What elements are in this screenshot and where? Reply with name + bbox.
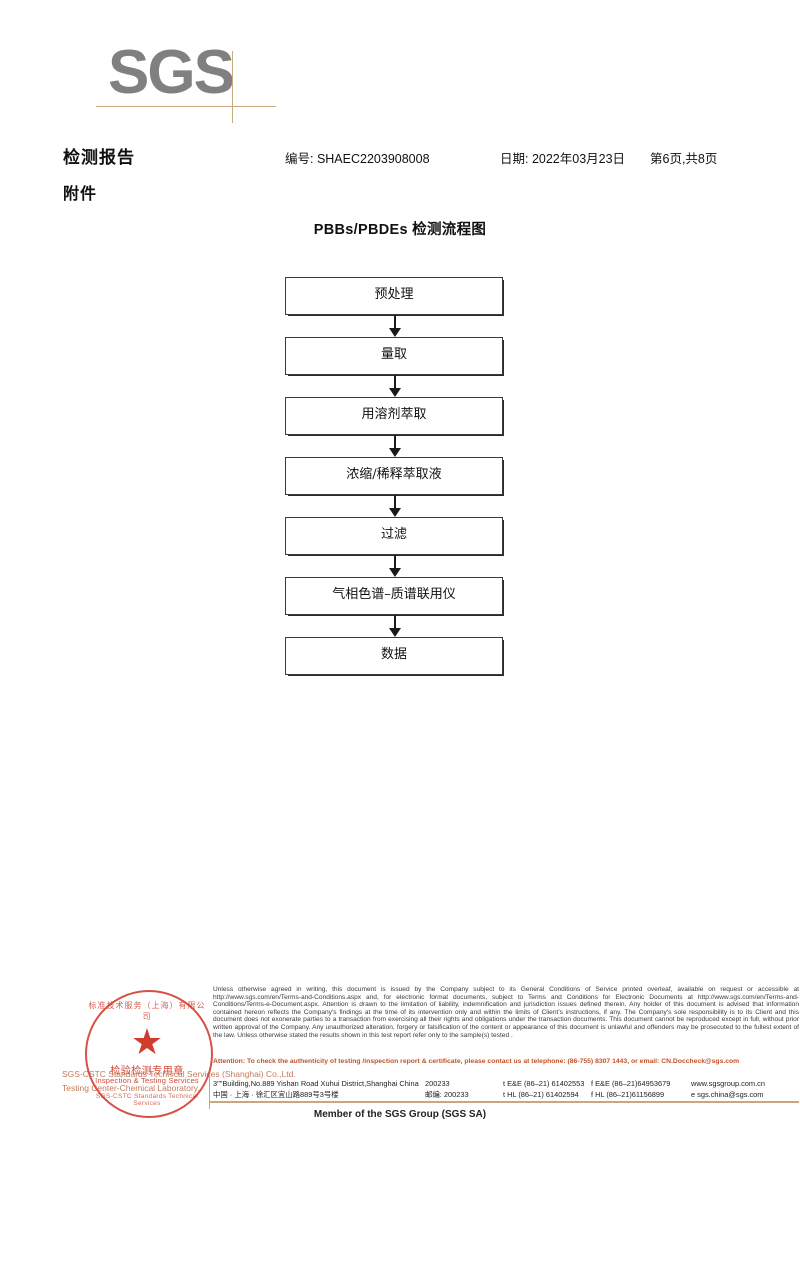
sgs-logo-text: SGS xyxy=(108,38,235,107)
fax-hl: f HL (86–21)61156899 xyxy=(591,1090,665,1099)
logo-horizontal-rule xyxy=(96,106,276,107)
flowchart-title: PBBs/PBDEs 检测流程图 xyxy=(313,222,487,238)
stamp-arc-top-text: 标准技术服务（上海）有限公司 xyxy=(88,1001,206,1021)
telephone-hl: t HL (86–21) 61402594 xyxy=(503,1090,579,1099)
flow-arrow-down-icon xyxy=(285,495,503,517)
address-divider xyxy=(209,1074,210,1100)
document-page: SGS 检测报告 附件 编号: SHAEC2203908008 日期: 2022… xyxy=(0,38,800,1131)
sgs-logo: SGS xyxy=(96,38,358,123)
flowchart: 预处理 量取 用溶剂萃取 浓缩/稀释萃取液 过滤 气相色谱–质谱联用仪 数据 xyxy=(285,277,505,675)
flow-arrow-down-icon xyxy=(285,615,503,637)
address-en: 3""Building,No.889 Yishan Road Xuhui Dis… xyxy=(213,1079,419,1088)
address-block: 3""Building,No.889 Yishan Road Xuhui Dis… xyxy=(213,1078,799,1100)
page-number: 第6页,共8页 xyxy=(650,148,800,1279)
email-address[interactable]: e sgs.china@sgs.com xyxy=(691,1090,764,1099)
fax-ee: f E&E (86–21)64953679 xyxy=(591,1079,671,1088)
laboratory-name-line1: SGS-CSTC Standards Technical Services (S… xyxy=(62,1069,296,1079)
address-cn: 中国 · 上海 · 徐汇区宜山路889号3号楼 xyxy=(213,1090,339,1099)
flow-step-label: 用溶剂萃取 xyxy=(361,407,427,422)
telephone-ee: t E&E (86–21) 61402553 xyxy=(503,1079,585,1088)
laboratory-name-line2: Testing Center-Chemical Laboratory. xyxy=(62,1083,200,1093)
postal-code-cn: 邮编: 200233 xyxy=(425,1090,469,1099)
flow-step: 数据 xyxy=(285,637,503,675)
flow-step: 量取 xyxy=(285,337,503,375)
page-footer: 标准技术服务（上海）有限公司 ★ 检验检测专用章 Inspection & Te… xyxy=(0,975,800,1131)
disclaimer-text: Unless otherwise agreed in writing, this… xyxy=(213,986,799,1039)
stamp-en-label: Inspection & Testing Services xyxy=(95,1076,199,1085)
member-notice: Member of the SGS Group (SGS SA) xyxy=(313,1109,487,1120)
flow-step-label: 气相色谱–质谱联用仪 xyxy=(332,587,456,602)
logo-vertical-rule xyxy=(232,51,233,123)
flow-step: 用溶剂萃取 xyxy=(285,397,503,435)
flow-arrow-down-icon xyxy=(285,375,503,397)
stamp-cn-label: 检验检测专用章 xyxy=(110,1066,184,1077)
stamp-ring xyxy=(85,990,213,1118)
attention-notice: Attention: To check the authenticity of … xyxy=(213,1058,740,1065)
page-subtitle: 附件 xyxy=(63,186,98,203)
stamp-arc-bottom-text: SGS-CSTC Standards Technical Services xyxy=(95,1093,199,1107)
flow-step: 过滤 xyxy=(285,517,503,555)
footer-rule xyxy=(209,1101,799,1103)
flow-step: 气相色谱–质谱联用仪 xyxy=(285,577,503,615)
report-number: 编号: SHAEC2203908008 xyxy=(285,152,430,166)
flow-step-label: 数据 xyxy=(380,647,407,662)
report-date: 日期: 2022年03月23日 xyxy=(500,152,626,166)
page-title: 检测报告 xyxy=(63,148,135,167)
website-url[interactable]: www.sgsgroup.com.cn xyxy=(691,1079,765,1088)
flow-step-label: 预处理 xyxy=(374,287,414,302)
flow-arrow-down-icon xyxy=(285,315,503,337)
address-row: 中国 · 上海 · 徐汇区宜山路889号3号楼 邮编: 200233 t HL … xyxy=(213,1089,799,1100)
flow-arrow-down-icon xyxy=(285,555,503,577)
flow-step-label: 过滤 xyxy=(380,527,407,542)
flow-arrow-down-icon xyxy=(285,435,503,457)
flow-step-label: 量取 xyxy=(380,347,407,362)
red-star-icon: ★ xyxy=(130,1021,164,1062)
postal-code-en: 200233 xyxy=(425,1079,450,1088)
flow-step: 浓缩/稀释萃取液 xyxy=(285,457,503,495)
flow-step-label: 浓缩/稀释萃取液 xyxy=(346,467,442,482)
inspection-stamp: 标准技术服务（上海）有限公司 ★ 检验检测专用章 Inspection & Te… xyxy=(85,990,213,1118)
address-row: 3""Building,No.889 Yishan Road Xuhui Dis… xyxy=(213,1078,799,1089)
flow-step: 预处理 xyxy=(285,277,503,315)
